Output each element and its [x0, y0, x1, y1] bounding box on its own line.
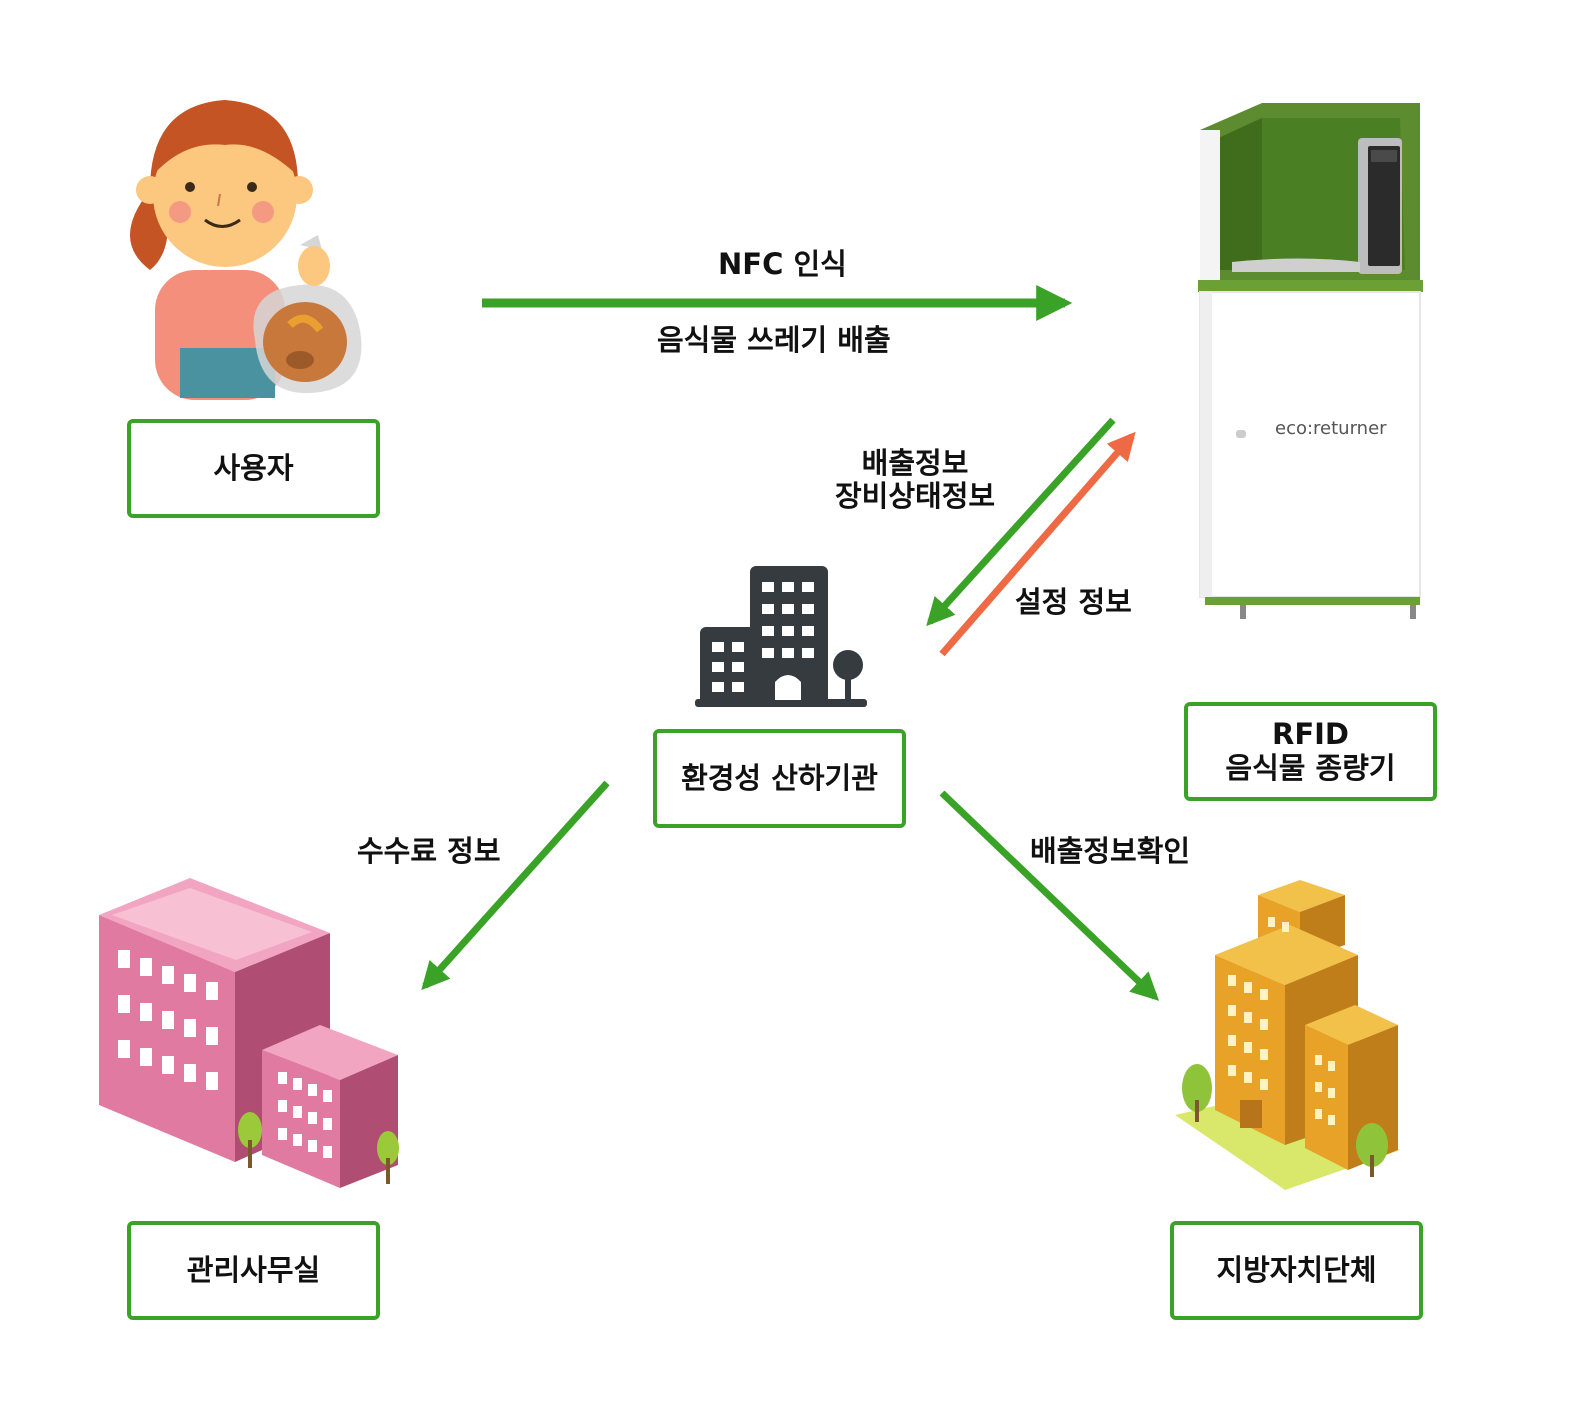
user-label: 사용자: [213, 450, 294, 485]
edge-label-discharge-info-group: 배출정보 장비상태정보: [835, 446, 996, 514]
arrow-settings: [939, 431, 1136, 657]
device-brand-label: eco:returner: [1275, 418, 1387, 439]
device-illustration: eco:returner: [1198, 103, 1423, 619]
user-node: 사용자: [127, 419, 380, 518]
edge-label-settings: 설정 정보: [1015, 585, 1132, 619]
edge-label-discharge-info: 배출정보: [861, 446, 969, 480]
rfid-title: RFID: [1271, 717, 1349, 752]
agency-windows: [712, 582, 814, 700]
edge-label-fee: 수수료 정보: [357, 834, 501, 868]
office-illustration: [99, 878, 399, 1188]
local-gov-label: 지방자치단체: [1216, 1252, 1377, 1287]
user-illustration: [130, 100, 362, 400]
local-gov-node: 지방자치단체: [1170, 1221, 1423, 1320]
rfid-node: RFID 음식물 종량기: [1184, 702, 1437, 801]
arrow-fee: [421, 780, 610, 991]
edge-label-device-status: 장비상태정보: [835, 479, 996, 514]
agency-node: 환경성 산하기관: [653, 729, 906, 828]
arrow-discharge-check: [939, 790, 1160, 1001]
arrow-discharge-info: [926, 417, 1116, 627]
agency-label: 환경성 산하기관: [681, 760, 878, 795]
edge-label-discharge: 음식물 쓰레기 배출: [657, 323, 891, 357]
edge-label-discharge-check: 배출정보확인: [1030, 834, 1191, 868]
rfid-subtitle: 음식물 종량기: [1225, 750, 1396, 785]
office-node: 관리사무실: [127, 1221, 380, 1320]
office-label: 관리사무실: [186, 1252, 321, 1287]
edge-label-nfc: NFC 인식: [718, 247, 847, 281]
local-gov-illustration: [1175, 880, 1400, 1190]
